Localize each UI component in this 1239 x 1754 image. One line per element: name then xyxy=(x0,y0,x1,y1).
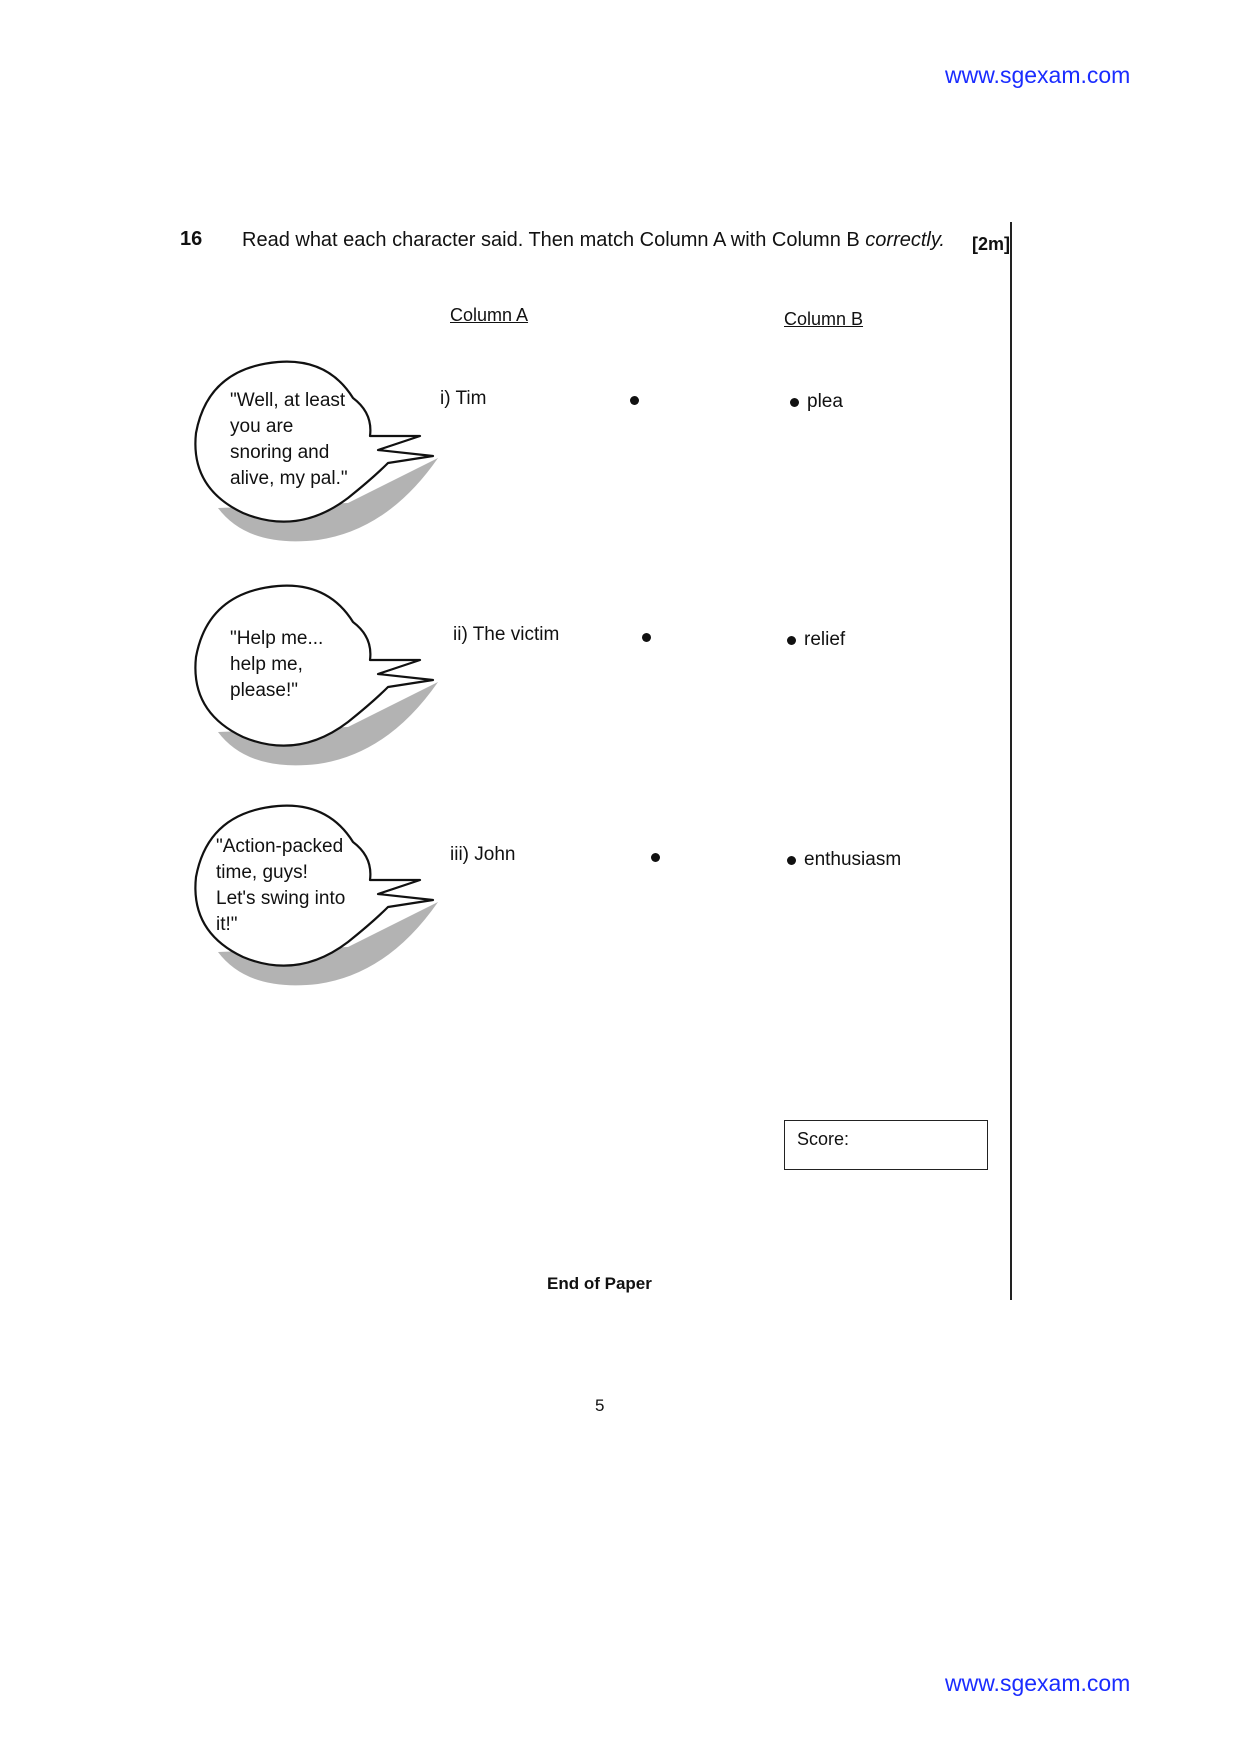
speech-bubble-2: "Help me... help me, please!" xyxy=(188,582,448,772)
speech-bubble-1: "Well, at least you are snoring and aliv… xyxy=(188,358,448,548)
question-text: Read what each character said. Then matc… xyxy=(242,229,945,252)
score-label: Score: xyxy=(797,1129,850,1149)
column-a-item-1: i) Tim xyxy=(440,388,487,409)
match-dot-a-2[interactable] xyxy=(642,633,651,642)
end-of-paper: End of Paper xyxy=(547,1274,652,1293)
column-b-item-label: relief xyxy=(804,629,846,650)
speech-bubble-shape xyxy=(194,360,438,542)
watermark-bottom-link[interactable]: www.sgexam.com xyxy=(945,1670,1131,1696)
speech-bubble-shape xyxy=(194,804,438,986)
column-b-item-1[interactable]: plea xyxy=(790,391,843,413)
question-number: 16 xyxy=(180,228,203,250)
page-number: 5 xyxy=(595,1396,605,1415)
match-dot-b-3[interactable] xyxy=(787,855,796,865)
column-b-item-label: plea xyxy=(807,391,843,412)
speech-bubble-shape xyxy=(194,584,438,766)
question-marks: [2m] xyxy=(972,234,1011,254)
match-dot-a-1[interactable] xyxy=(630,396,639,405)
speech-bubble-text: "Well, at least you are snoring and aliv… xyxy=(230,390,348,489)
margin-line xyxy=(1010,222,1012,1300)
watermark-top-link[interactable]: www.sgexam.com xyxy=(945,62,1131,88)
question-instruction: Read what each character said. Then matc… xyxy=(242,229,860,251)
column-a-item-3: iii) John xyxy=(450,844,516,865)
match-dot-a-3[interactable] xyxy=(651,853,660,862)
column-b-item-label: enthusiasm xyxy=(804,849,902,870)
match-dot-b-1[interactable] xyxy=(790,397,799,407)
question-instruction-emphasis: correctly. xyxy=(865,229,945,251)
speech-bubble-3: "Action-packed time, guys! Let's swing i… xyxy=(188,802,448,992)
column-a-heading: Column A xyxy=(450,305,529,325)
column-b-item-3[interactable]: enthusiasm xyxy=(787,849,901,871)
column-b-heading: Column B xyxy=(784,309,864,329)
speech-bubble-text: "Help me... help me, please!" xyxy=(230,628,324,701)
column-b-item-2[interactable]: relief xyxy=(787,629,845,651)
match-dot-b-2[interactable] xyxy=(787,635,796,645)
score-box[interactable]: Score: xyxy=(784,1120,988,1170)
column-a-item-2: ii) The victim xyxy=(453,624,560,645)
speech-bubble-text: "Action-packed time, guys! Let's swing i… xyxy=(216,836,346,935)
